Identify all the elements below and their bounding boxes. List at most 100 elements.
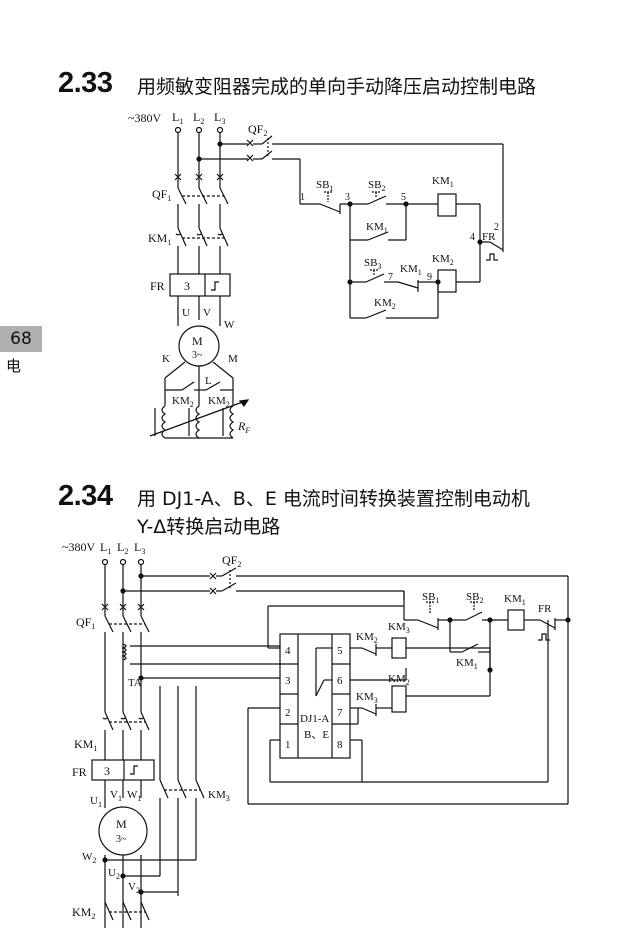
terminal-u2: U2 xyxy=(108,867,120,881)
km1-coil xyxy=(507,609,525,631)
dj1-device: 4 3 2 1 5 6 7 8 DJ1-A B、E xyxy=(279,633,351,759)
km3-main-contacts: KM3 xyxy=(159,686,230,896)
qf2-breaker: QF2 xyxy=(209,553,568,595)
node-l: L xyxy=(205,375,212,387)
terminal xyxy=(195,126,203,134)
motor-label: M xyxy=(116,817,127,831)
fr-nc-label: FR xyxy=(538,603,552,615)
motor-sub-label: 3~ xyxy=(192,350,203,361)
junction xyxy=(347,279,353,285)
section-number: 2.33 xyxy=(58,67,113,99)
phase-label-l1: L1 xyxy=(100,540,111,556)
phase-label-l3: L3 xyxy=(214,110,225,126)
terminal-v2: V2 xyxy=(128,881,140,895)
fr-box-number: 3 xyxy=(104,764,110,778)
terminal-v1: V1 xyxy=(110,789,122,803)
km1-coil: KM1 xyxy=(406,175,481,242)
phase-label-l2: L2 xyxy=(193,110,204,126)
km2-coil-label: KM2 xyxy=(388,673,410,687)
rotor-circuit: KM2 KM2 RF xyxy=(149,361,250,439)
terminal xyxy=(101,558,109,566)
junction xyxy=(138,675,144,681)
motor: M 3~ xyxy=(178,325,220,367)
km1-main-label: KM1 xyxy=(74,737,97,753)
node-m: M xyxy=(228,353,238,365)
junction xyxy=(447,617,453,623)
junction xyxy=(487,667,493,673)
motor: M 3~ xyxy=(98,806,148,856)
km1-coil-label: KM1 xyxy=(504,593,526,607)
node-3: 3 xyxy=(345,192,350,203)
terminal-w: W xyxy=(224,319,235,331)
qf1-label: QF1 xyxy=(76,615,95,631)
junction xyxy=(435,279,441,285)
control-wiring: SB1 SB2 KM1 FR KM1 xyxy=(403,576,569,804)
fr-nc-contact: FR 2 xyxy=(480,222,504,261)
km2-nc-label: KM2 xyxy=(356,631,378,645)
km2-main-label-2: KM2 xyxy=(208,395,230,409)
km2-coil-label: KM2 xyxy=(432,253,454,267)
terminal xyxy=(119,558,127,566)
qf1-label: QF1 xyxy=(152,187,171,203)
circuit-diagram-2-34: ~380V L1 L2 L3 QF2 SB1 SB2 xyxy=(62,540,571,928)
star-delta-control: KM2 KM3 KM3 KM2 xyxy=(247,591,568,805)
km1-interlock-label: KM1 xyxy=(400,263,422,277)
km2-coil xyxy=(437,269,457,293)
terminal xyxy=(216,126,224,134)
km2-main-label: KM2 xyxy=(72,905,95,921)
control-wiring xyxy=(299,143,504,242)
phase-label-l3: L3 xyxy=(134,540,145,556)
fr-box-number: 3 xyxy=(184,279,190,293)
junction xyxy=(138,573,144,579)
qf1-breaker: QF1 xyxy=(152,173,229,228)
motor-star-leads xyxy=(104,846,197,928)
sb1-label: SB1 xyxy=(422,591,439,605)
ta-label: TA xyxy=(128,677,142,689)
phase-label-l1: L1 xyxy=(172,110,183,126)
sb1-stop-button: SB1 xyxy=(316,179,350,214)
km1-aux-label: KM1 xyxy=(456,657,478,671)
km3-coil xyxy=(391,637,407,659)
section-title: 用频敏变阻器完成的单向手动降压启动控制电路 xyxy=(137,76,537,98)
circuit-diagram-2-33: ~380V L1 L2 L3 QF2 1 SB1 xyxy=(128,110,504,439)
section-number: 2.34 xyxy=(58,480,113,512)
junction xyxy=(102,857,108,863)
km2-main-contacts: KM2 xyxy=(72,901,150,921)
pin-3: 3 xyxy=(285,675,291,687)
fr-nc-label: FR xyxy=(482,231,496,243)
sb2-label: SB2 xyxy=(466,591,483,605)
pin-8: 8 xyxy=(337,739,343,751)
junction xyxy=(217,141,223,147)
sb2-label: SB2 xyxy=(368,179,385,193)
sb3-label: SB3 xyxy=(364,257,381,271)
pin-4: 4 xyxy=(285,645,291,657)
km2-aux-label: KM2 xyxy=(374,297,396,311)
km3-main-label: KM3 xyxy=(208,789,230,803)
section-title-line-2: Y-Δ转换启动电路 xyxy=(137,516,281,538)
km1-main-contacts: KM1 xyxy=(148,227,229,274)
node-9: 9 xyxy=(427,272,432,283)
motor-label: M xyxy=(192,334,203,348)
junction xyxy=(565,617,571,623)
km1-main-contacts: KM1 xyxy=(74,711,150,760)
device-name: DJ1-A xyxy=(300,713,329,725)
book-title: 电工常用电路图集 xyxy=(0,358,22,374)
sb1-label: SB1 xyxy=(316,179,333,193)
rf-label: RF xyxy=(237,419,250,435)
ta-current-transformer: TA xyxy=(121,643,281,689)
qf2-label: QF2 xyxy=(222,553,241,569)
terminal xyxy=(137,558,145,566)
fr-thermal-relay: FR 3 xyxy=(72,759,155,808)
km3-nc-label: KM3 xyxy=(356,691,378,705)
km1-hold-contact: KM1 xyxy=(349,204,407,241)
fr-thermal-relay: FR 3 xyxy=(150,273,231,326)
motor-sub-label: 3~ xyxy=(116,834,127,845)
fr-label: FR xyxy=(72,765,87,779)
pin-7: 7 xyxy=(337,707,343,719)
terminal-u: U xyxy=(182,307,190,319)
km2-branch: SB3 7 KM1 9 KM2 KM2 xyxy=(349,240,481,319)
km1-main-label: KM1 xyxy=(148,231,171,247)
supply-label: ~380V xyxy=(128,111,161,125)
km2-main-label: KM2 xyxy=(172,395,194,409)
km2-coil xyxy=(391,685,407,713)
